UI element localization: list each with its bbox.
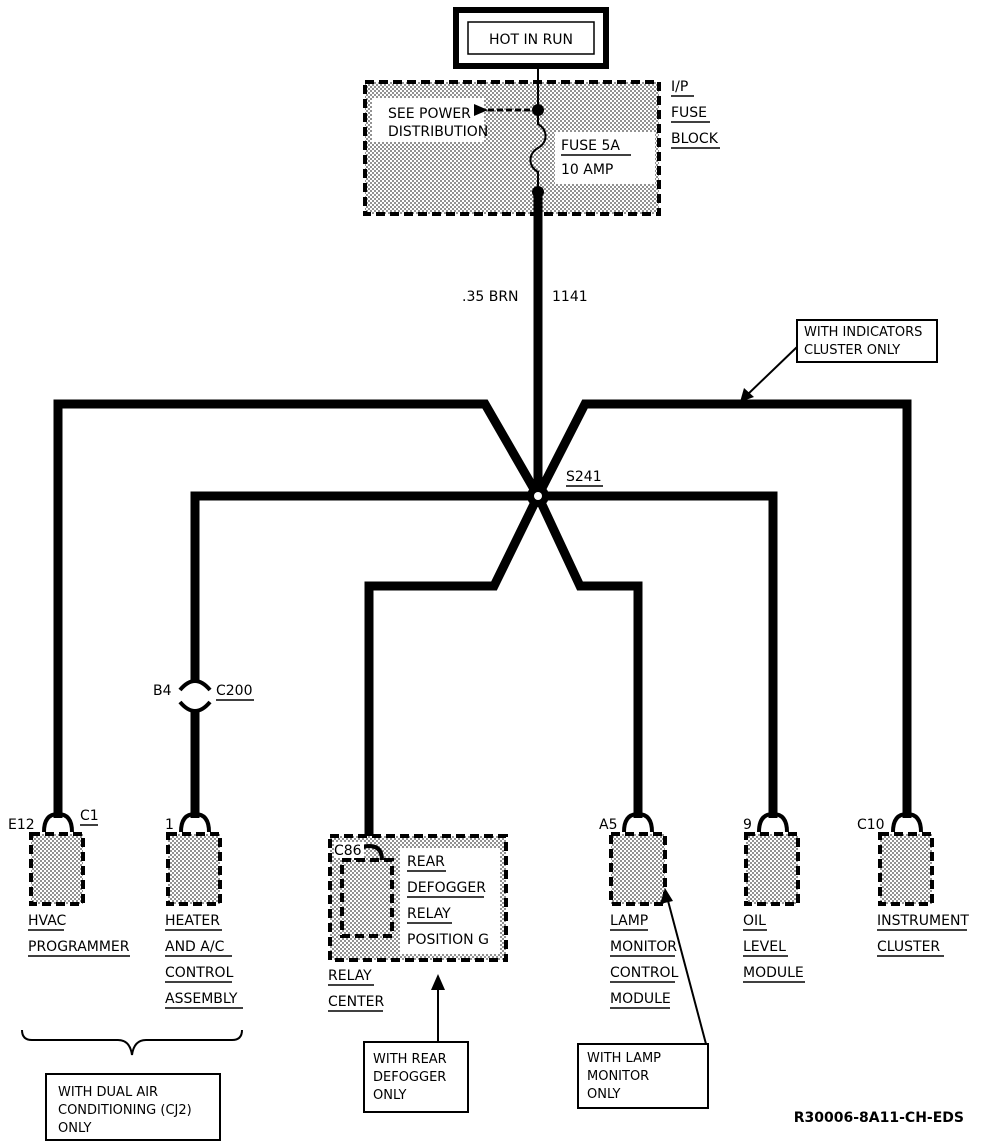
- relay-name-1: REAR: [407, 854, 445, 870]
- cluster-pin: C10: [857, 817, 885, 833]
- fuse-block-label-3: BLOCK: [671, 131, 719, 147]
- cluster-name-2: CLUSTER: [877, 939, 940, 955]
- oil-level-terminal: [757, 811, 789, 833]
- relay-name-3: RELAY: [407, 906, 451, 922]
- heater-pin: 1: [165, 817, 174, 833]
- lamp-monitor-note-line-2: MONITOR: [587, 1069, 649, 1084]
- lamp-monitor-module: A5 LAMP MONITOR CONTROL MODULE: [599, 811, 679, 1009]
- dual-air-brace: [21, 1029, 243, 1056]
- rear-defogger-note-line-3: ONLY: [373, 1088, 406, 1103]
- hvac-programmer: E12 C1 HVAC PROGRAMMER: [8, 808, 130, 957]
- relay-component-box: [340, 858, 394, 938]
- see-power-bg: [372, 98, 484, 142]
- fuse-block-label-1: I/P: [671, 79, 688, 95]
- rear-defogger-note-line-2: DEFOGGER: [373, 1070, 446, 1085]
- rear-defogger-note-box: [363, 1041, 469, 1113]
- heater-name-2: AND A/C: [165, 939, 225, 955]
- hvac-name-1: HVAC: [28, 913, 67, 929]
- dual-air-note-line-2: CONDITIONING (CJ2): [58, 1103, 192, 1118]
- wire-gauge-color: .35 BRN: [462, 289, 519, 305]
- see-power-line-1: SEE POWER: [388, 106, 471, 122]
- wire-to-oil-level: [538, 491, 778, 818]
- wire-to-lamp-monitor: [533, 494, 643, 818]
- inline-connector-c200: B4 C200: [153, 679, 254, 713]
- heater-component-box: [166, 832, 222, 906]
- lamp-monitor-component-box: [609, 832, 667, 906]
- lamp-monitor-note-line-1: WITH LAMP: [587, 1051, 661, 1066]
- relay-center: C86 REAR DEFOGGER RELAY POSITION G RELAY…: [328, 834, 508, 1012]
- cluster-component-box: [878, 832, 934, 906]
- fuse-label-bg: [555, 132, 655, 184]
- fuse-rating-line-1: FUSE 5A: [561, 138, 620, 154]
- relay-pin-bg: [334, 842, 364, 858]
- figure-id: R30006-8A11-CH-EDS: [794, 1110, 964, 1126]
- wire-to-hvac: [53, 399, 542, 818]
- lamp-monitor-note-box: [577, 1043, 709, 1109]
- indicators-note-box: [796, 319, 938, 363]
- hvac-component-box: [29, 832, 85, 906]
- lamp-monitor-leader: [666, 896, 707, 1045]
- heater-terminal: [179, 811, 211, 833]
- fuse-rating-line-2: 10 AMP: [561, 162, 613, 178]
- oil-level-name-2: LEVEL: [743, 939, 786, 955]
- cluster-name-1: INSTRUMENT: [877, 913, 969, 929]
- heater-name-3: CONTROL: [165, 965, 234, 981]
- relay-name-4: POSITION G: [407, 932, 489, 948]
- cluster-terminal: [891, 811, 923, 833]
- lamp-monitor-note-line-3: ONLY: [587, 1087, 620, 1102]
- indicators-note-line-1: WITH INDICATORS: [804, 325, 922, 340]
- arrow-up-icon: [431, 974, 445, 990]
- lamp-monitor-name-1: LAMP: [610, 913, 648, 929]
- c200-pin: B4: [153, 683, 172, 699]
- lamp-monitor-name-4: MODULE: [610, 991, 671, 1007]
- oil-level-component-box: [744, 832, 800, 906]
- arrow-icon: [740, 388, 754, 402]
- wire-circuit-number: 1141: [552, 289, 588, 305]
- indicators-note-line-2: CLUSTER ONLY: [804, 343, 900, 358]
- arrow-icon: [660, 888, 673, 904]
- instrument-cluster: C10 INSTRUMENT CLUSTER: [857, 811, 969, 957]
- dual-air-note-box: [45, 1073, 221, 1141]
- relay-name-2: DEFOGGER: [407, 880, 486, 896]
- hvac-name-2: PROGRAMMER: [28, 939, 130, 955]
- oil-level-name-3: MODULE: [743, 965, 804, 981]
- heater-ac-control: 1 HEATER AND A/C CONTROL ASSEMBLY: [165, 811, 243, 1009]
- heater-name-1: HEATER: [165, 913, 220, 929]
- power-source-label: HOT IN RUN: [489, 32, 573, 48]
- relay-label-bg: [400, 848, 500, 954]
- fuse-symbol: [529, 110, 547, 192]
- c200-name: C200: [216, 683, 253, 699]
- hvac-terminal: [42, 811, 74, 833]
- relay-center-name-2: CENTER: [328, 994, 384, 1010]
- splice-center: [534, 492, 542, 500]
- relay-pin: C86: [334, 843, 362, 859]
- oil-level-pin: 9: [743, 817, 752, 833]
- fuse-block-label-2: FUSE: [671, 105, 707, 121]
- fuse-block: SEE POWER DISTRIBUTION FUSE 5A 10 AMP: [363, 80, 661, 216]
- power-source-box: HOT IN RUN: [453, 7, 609, 69]
- splice-label: S241: [566, 469, 602, 485]
- hvac-connector: C1: [80, 808, 99, 824]
- wire-to-cluster: [533, 399, 912, 818]
- hvac-pin: E12: [8, 817, 35, 833]
- lamp-monitor-terminal: [622, 811, 654, 833]
- lamp-monitor-name-3: CONTROL: [610, 965, 679, 981]
- lamp-monitor-name-2: MONITOR: [610, 939, 677, 955]
- lamp-monitor-pin: A5: [599, 817, 617, 833]
- wire-to-c200: [190, 491, 538, 680]
- arrow-left-icon: [474, 104, 488, 116]
- oil-level-name-1: OIL: [743, 913, 766, 929]
- heater-name-4: ASSEMBLY: [165, 991, 238, 1007]
- indicators-note-leader: [745, 346, 798, 397]
- dual-air-note-line-1: WITH DUAL AIR: [58, 1085, 158, 1100]
- wire-to-relay: [364, 494, 543, 838]
- relay-center-name-1: RELAY: [328, 968, 372, 984]
- rear-defogger-note-line-1: WITH REAR: [373, 1052, 447, 1067]
- oil-level-module: 9 OIL LEVEL MODULE: [743, 811, 805, 983]
- dual-air-note-line-3: ONLY: [58, 1121, 91, 1136]
- see-power-line-2: DISTRIBUTION: [388, 124, 488, 140]
